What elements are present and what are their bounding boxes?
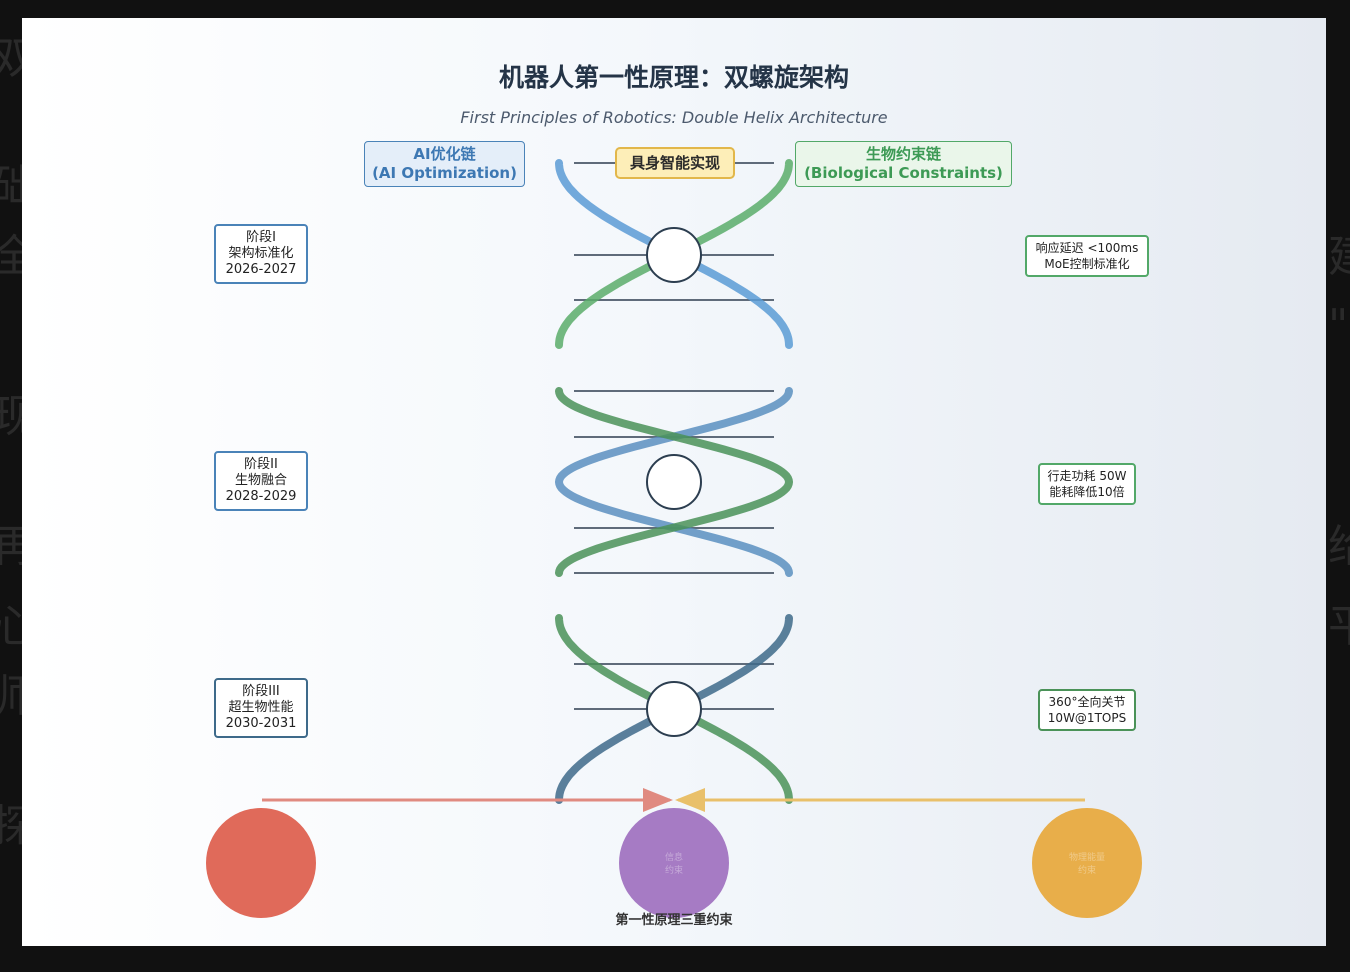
diagram-frame: 机器人第一性原理：双螺旋架构 First Principles of Robot… xyxy=(22,18,1326,946)
constraint-circle-purple xyxy=(619,808,729,918)
stage-years: 2030-2031 xyxy=(225,716,297,731)
metric-line2: 10W@1TOPS xyxy=(1047,711,1127,725)
stage-desc: 生物融合 xyxy=(234,473,287,488)
stage-name: 阶段I xyxy=(246,230,276,245)
metric-line1: 行走功耗 50W xyxy=(1047,469,1127,483)
constraint-circle-red xyxy=(206,808,316,918)
metric-box-3: 360°全向关节 10W@1TOPS xyxy=(1038,689,1136,731)
bio-chain-label: 生物约束链 (Biological Constraints) xyxy=(795,141,1012,187)
metric-line2: 能耗降低10倍 xyxy=(1049,485,1125,499)
metric-line1: 响应延迟 <100ms xyxy=(1035,241,1139,255)
stage-name: 阶段II xyxy=(244,457,278,472)
helix-node xyxy=(646,227,702,283)
helix-node xyxy=(646,681,702,737)
page-subtitle: First Principles of Robotics: Double Hel… xyxy=(460,108,888,127)
stage-box-2: 阶段II 生物融合 2028-2029 xyxy=(214,451,308,511)
info-constraint-label: 信息 约束 xyxy=(664,853,683,876)
energy-constraint-label: 物理能量 约束 xyxy=(1068,853,1105,876)
stage-box-3: 阶段III 超生物性能 2030-2031 xyxy=(214,678,308,738)
stage-desc: 超生物性能 xyxy=(228,700,294,715)
stage-box-1: 阶段I 架构标准化 2026-2027 xyxy=(214,224,308,284)
embodied-intelligence-label: 具身智能实现 xyxy=(615,147,735,179)
helix-node xyxy=(646,454,702,510)
footer-caption: 第一性原理三重约束 xyxy=(615,913,733,928)
stage-desc: 架构标准化 xyxy=(228,246,294,261)
metric-line1: 360°全向关节 xyxy=(1048,695,1126,709)
bio-chain-label-en: (Biological Constraints) xyxy=(804,164,1003,182)
bio-chain-label-cn: 生物约束链 xyxy=(865,145,941,163)
helix-strand xyxy=(554,387,793,577)
constraint-circle-orange xyxy=(1032,808,1142,918)
ai-chain-label-en: (AI Optimization) xyxy=(372,164,517,182)
double-helix xyxy=(554,159,794,804)
ai-chain-label-cn: AI优化链 xyxy=(413,145,476,163)
metric-box-2: 行走功耗 50W 能耗降低10倍 xyxy=(1038,463,1136,505)
stage-name: 阶段III xyxy=(242,684,280,699)
page-title: 机器人第一性原理：双螺旋架构 xyxy=(498,63,849,92)
ai-chain-label: AI优化链 (AI Optimization) xyxy=(364,141,525,187)
metric-box-1: 响应延迟 <100ms MoE控制标准化 xyxy=(1025,235,1149,277)
stage-years: 2026-2027 xyxy=(225,262,297,277)
stage-years: 2028-2029 xyxy=(225,489,297,504)
helix-strand xyxy=(555,387,794,577)
metric-line2: MoE控制标准化 xyxy=(1044,257,1130,271)
